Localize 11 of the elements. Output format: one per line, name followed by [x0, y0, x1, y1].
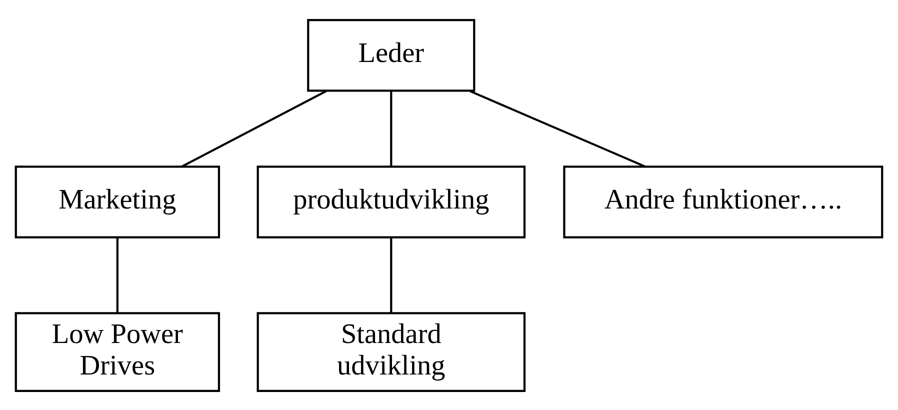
connector	[181, 90, 327, 167]
node-box: Low Power Drives	[14, 312, 220, 392]
connector	[469, 90, 646, 168]
node-box: produktudvikling	[256, 165, 526, 238]
node-box: Marketing	[14, 165, 220, 238]
connector	[116, 237, 118, 312]
node-box: Standard udvikling	[256, 312, 526, 392]
node-box: Leder	[307, 18, 476, 92]
connector	[390, 237, 392, 312]
connector	[390, 90, 392, 166]
node-box: Andre funktioner…..	[563, 165, 884, 238]
